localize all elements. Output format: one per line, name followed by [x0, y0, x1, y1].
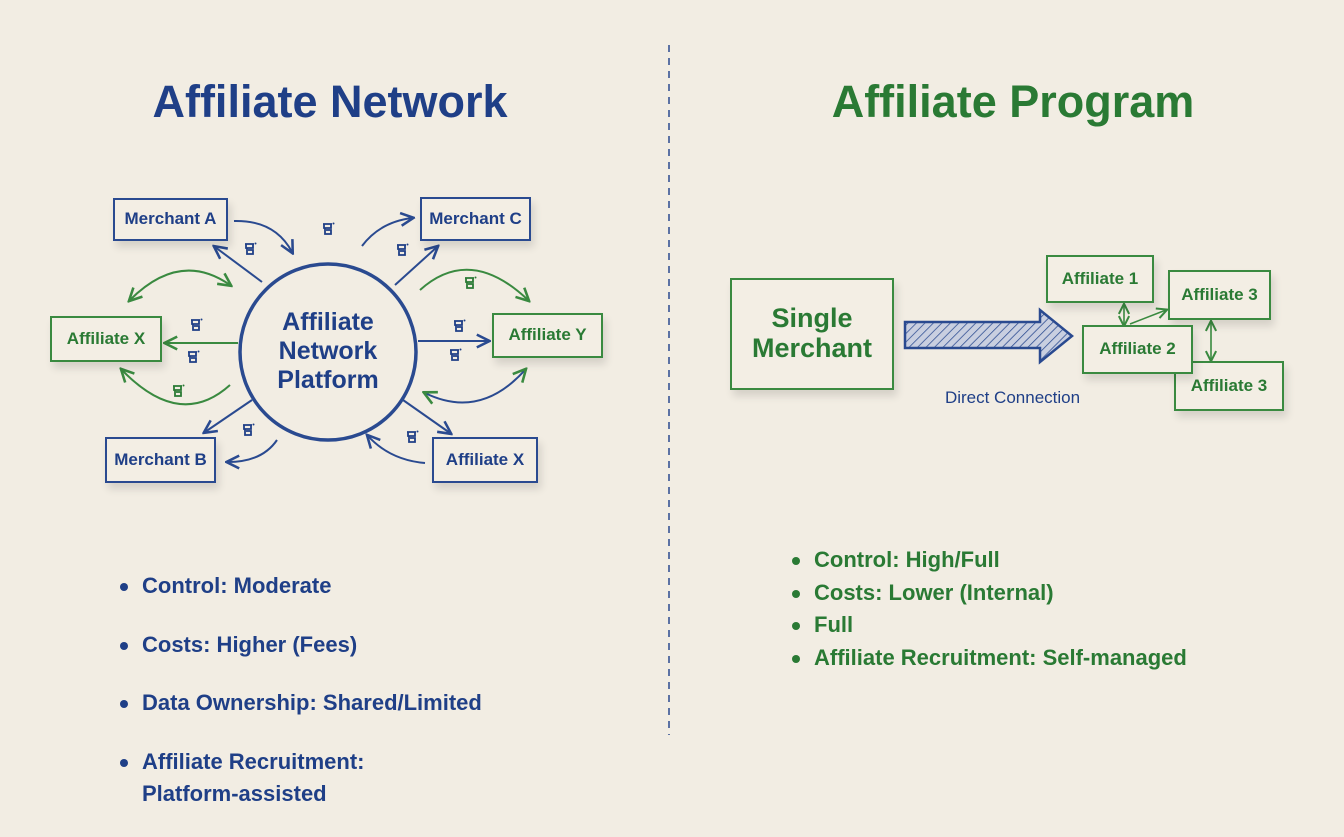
money-icon	[171, 383, 185, 399]
money-icon	[186, 349, 200, 365]
direct-connection-label: Direct Connection	[944, 388, 1081, 407]
program-bullet: Costs: Lower (Internal)	[790, 577, 1187, 610]
affiliate-3-top-node: Affiliate 3	[1168, 270, 1271, 320]
merchant-a-node: Merchant A	[113, 198, 228, 241]
arrow-merchant-b-curve	[228, 439, 278, 462]
link-aff2-aff3	[1129, 310, 1166, 325]
affiliate-2-node: Affiliate 2	[1082, 325, 1193, 374]
affiliate-x-left-node: Affiliate X	[50, 316, 162, 362]
program-title: Affiliate Program	[831, 76, 1195, 127]
network-bullet: Affiliate Recruitment: Platform-assisted	[118, 746, 482, 811]
arrow-to-merchant-b	[205, 399, 253, 432]
single-merchant-node: Single Merchant	[730, 278, 894, 390]
money-icon	[405, 429, 419, 445]
arrow-to-affiliate-x-right	[402, 399, 450, 433]
network-bullet: Control: Moderate	[118, 570, 482, 603]
arrow-green-top-left	[130, 269, 230, 300]
program-bullet: Control: High/Full	[790, 544, 1187, 577]
arrow-affiliate-x-right-curve	[368, 436, 426, 464]
money-icon	[448, 347, 462, 363]
arrow-green-top-right	[419, 268, 528, 300]
affiliate-y-node: Affiliate Y	[492, 313, 603, 358]
network-title: Affiliate Network	[152, 76, 508, 127]
arrow-to-merchant-a	[215, 247, 263, 283]
arrow-green-bottom-left	[122, 370, 231, 406]
direct-connection-arrow	[903, 307, 1074, 365]
program-bullets: Control: High/Full Costs: Lower (Interna…	[790, 544, 1187, 674]
money-icon	[395, 242, 409, 258]
arrow-to-merchant-c	[361, 218, 412, 247]
diagram-connectors	[0, 45, 1344, 735]
arrow-bottom-right-curve	[425, 370, 525, 402]
arrow-to-merchant-c-2	[394, 247, 437, 286]
money-icon	[189, 317, 203, 333]
network-bullet: Data Ownership: Shared/Limited	[118, 687, 482, 720]
money-icon	[463, 275, 477, 291]
money-icon	[321, 221, 335, 237]
money-icon	[243, 241, 257, 257]
arrow-merchant-a-in	[233, 219, 292, 252]
platform-label: Affiliate Network Platform	[277, 308, 379, 394]
money-icon	[241, 422, 255, 438]
program-bullet: Affiliate Recruitment: Self-managed	[790, 642, 1187, 675]
affiliate-1-node: Affiliate 1	[1046, 255, 1154, 303]
merchant-b-node: Merchant B	[105, 437, 216, 483]
platform-circle	[238, 262, 418, 442]
program-bullet: Full	[790, 609, 1187, 642]
money-icon	[452, 318, 466, 334]
merchant-c-node: Merchant C	[420, 197, 531, 241]
network-bullets: Control: Moderate Costs: Higher (Fees) D…	[118, 544, 482, 837]
network-bullet: Costs: Higher (Fees)	[118, 629, 482, 662]
affiliate-x-right-node: Affiliate X	[432, 437, 538, 483]
